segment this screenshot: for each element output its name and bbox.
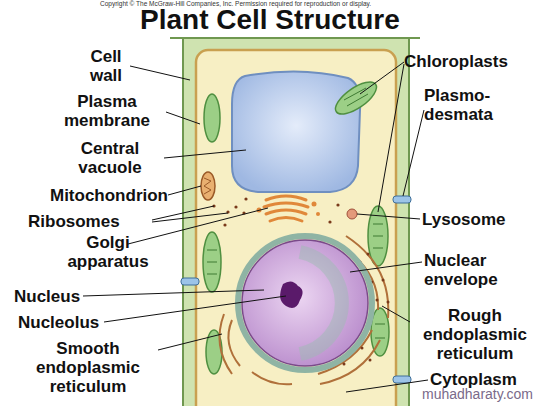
thylakoid-lines-part xyxy=(373,236,383,237)
lysosome xyxy=(347,209,357,219)
golgi-apparatus-part xyxy=(266,196,306,200)
thylakoid-lines-part xyxy=(373,248,383,249)
leader-line-part xyxy=(158,334,222,350)
golgi-apparatus-part xyxy=(264,203,308,207)
plasmodesma-part xyxy=(393,376,411,383)
part-label: Nucleus xyxy=(14,287,94,306)
smooth-er-part xyxy=(220,314,233,374)
ribosome-part xyxy=(244,197,247,200)
leader-line-part xyxy=(166,112,200,124)
part-label: Central vacuole xyxy=(54,139,166,177)
leader-line-part xyxy=(152,213,228,222)
er-ribosome-part xyxy=(343,363,346,366)
leader-line-part xyxy=(168,186,201,195)
leader-line-part xyxy=(128,208,268,244)
thylakoid-lines-part xyxy=(375,338,385,339)
golgi-apparatus-part xyxy=(266,210,306,214)
chloroplast-part xyxy=(331,76,382,120)
er-ribosome-part xyxy=(369,359,372,362)
mitochondrion xyxy=(201,172,215,200)
er-ribosome-part xyxy=(367,253,370,256)
diagram-title: Plant Cell Structure xyxy=(140,4,400,36)
leader-line-part xyxy=(378,64,404,212)
plasmodesma-part xyxy=(181,278,199,285)
leader-line-part xyxy=(346,380,428,392)
plasmodesma-part xyxy=(393,196,411,203)
er-ribosome-part xyxy=(382,279,385,282)
watermark: muhadharaty.com xyxy=(422,385,542,403)
mitochondrion-part xyxy=(204,178,211,194)
part-label: Rough endoplasmic reticulum xyxy=(410,306,540,363)
ribosome-part xyxy=(328,220,331,223)
vesicle-part xyxy=(312,202,317,207)
thylakoid-lines-part xyxy=(375,324,385,325)
leader-line-part xyxy=(130,66,190,80)
mitochondrion-part xyxy=(201,172,215,200)
ribosome-part xyxy=(223,223,226,226)
part-label: Plasma membrane xyxy=(46,92,168,130)
thylakoid-lines-part xyxy=(207,262,217,263)
part-label: Nucleolus xyxy=(18,313,108,332)
central-vacuole xyxy=(232,71,360,192)
ribosome-part xyxy=(336,203,339,206)
part-label: Smooth endoplasmic reticulum xyxy=(8,339,168,396)
chloroplast xyxy=(203,76,389,374)
leader-line-part xyxy=(164,150,246,158)
leader-line-part xyxy=(360,62,404,94)
leader-line-part xyxy=(104,296,286,322)
nuclear-envelope xyxy=(238,236,372,370)
leader-line-part xyxy=(350,262,422,272)
er-ribosome-part xyxy=(376,299,379,302)
leader-line-part xyxy=(403,110,424,196)
thylakoid-lines-part xyxy=(344,88,366,100)
thylakoid-lines-part xyxy=(207,274,217,275)
cytoplasm xyxy=(196,50,396,406)
part-label: Golgi apparatus xyxy=(56,233,160,271)
thylakoid-lines-part xyxy=(207,250,217,251)
ribosome xyxy=(212,197,339,226)
golgi-apparatus-part xyxy=(270,218,302,222)
envelope-shading xyxy=(300,252,342,354)
part-label: Chloroplasts xyxy=(404,52,542,71)
thylakoid-lines-part xyxy=(347,94,368,106)
golgi-apparatus xyxy=(264,196,308,221)
er-ribosome-part xyxy=(361,347,364,350)
part-label: Nuclear envelope xyxy=(424,251,536,289)
er-ribosome-part xyxy=(387,301,390,304)
leader-line-part xyxy=(83,290,264,296)
copyright-notice: Copyright © The McGraw-Hill Companies, I… xyxy=(100,0,520,8)
plasmodesma xyxy=(181,196,411,383)
thylakoid-lines-part xyxy=(373,224,383,225)
leader-line-part xyxy=(382,306,410,322)
nucleolus xyxy=(280,281,302,308)
smooth-er-part xyxy=(228,320,240,366)
chloroplast-part xyxy=(203,232,221,292)
nucleus xyxy=(242,240,368,366)
vesicle-part xyxy=(316,212,320,216)
ribosome-part xyxy=(234,205,237,208)
cell-wall-part xyxy=(408,38,410,406)
smooth-er-part xyxy=(252,372,292,384)
cell-wall-part xyxy=(182,38,184,406)
leader-line-part xyxy=(357,214,420,219)
part-label: Ribosomes xyxy=(28,212,152,231)
part-label: Cell wall xyxy=(78,47,134,85)
part-label: Plasmo- desmata xyxy=(424,86,504,124)
part-label: Mitochondrion xyxy=(0,186,168,205)
cell-wall-part xyxy=(170,37,420,39)
chloroplast-part xyxy=(204,94,220,142)
part-label: Lysosome xyxy=(422,210,532,229)
